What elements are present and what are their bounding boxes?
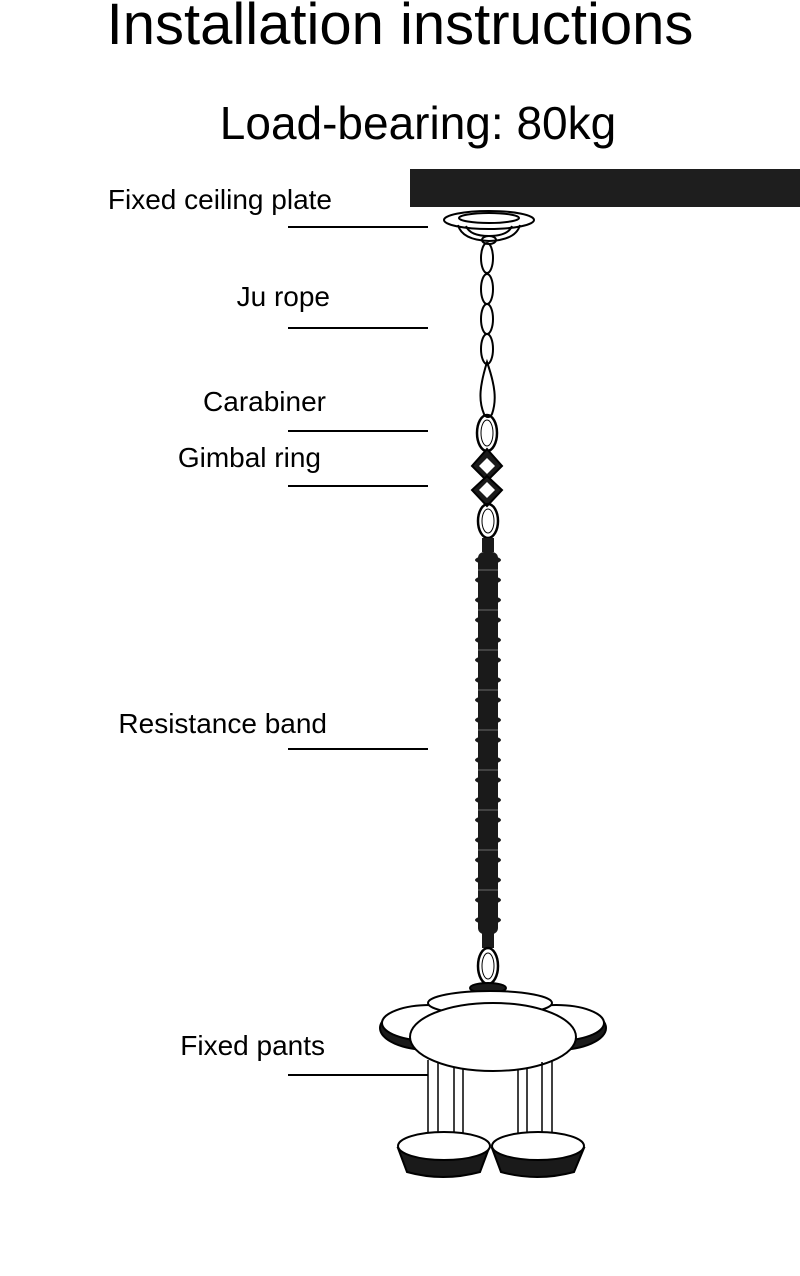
label-carabiner: Carabiner [203,386,326,417]
load-bearing-subtitle: Load-bearing: 80kg [219,97,617,149]
lower-band-carabiner [476,946,500,986]
leader-line-ceiling-plate [288,226,428,228]
label-resistance-band: Resistance band [118,708,327,739]
label-ju-rope: Ju rope [236,281,330,312]
gimbal-ring-shape [470,447,504,508]
upper-band-carabiner [476,502,500,540]
leader-line-carabiner [288,430,428,432]
label-fixed-ceiling-plate: Fixed ceiling plate [107,184,332,215]
leader-line-ju-rope [288,327,428,329]
leader-line-gimbal-ring [288,485,428,487]
ju-rope-chain [479,242,496,418]
carabiner-shape [475,413,499,453]
label-fixed-pants: Fixed pants [180,1030,325,1061]
page-title: Installation instructions [106,0,694,57]
leader-line-resistance-band [288,748,428,750]
fixed-pants-shape [379,982,607,1178]
ceiling-bar [410,169,800,207]
leader-line-fixed-pants [288,1074,428,1076]
resistance-band-shape [475,538,501,948]
ceiling-plate-shape [443,210,535,245]
label-gimbal-ring: Gimbal ring [177,442,321,473]
